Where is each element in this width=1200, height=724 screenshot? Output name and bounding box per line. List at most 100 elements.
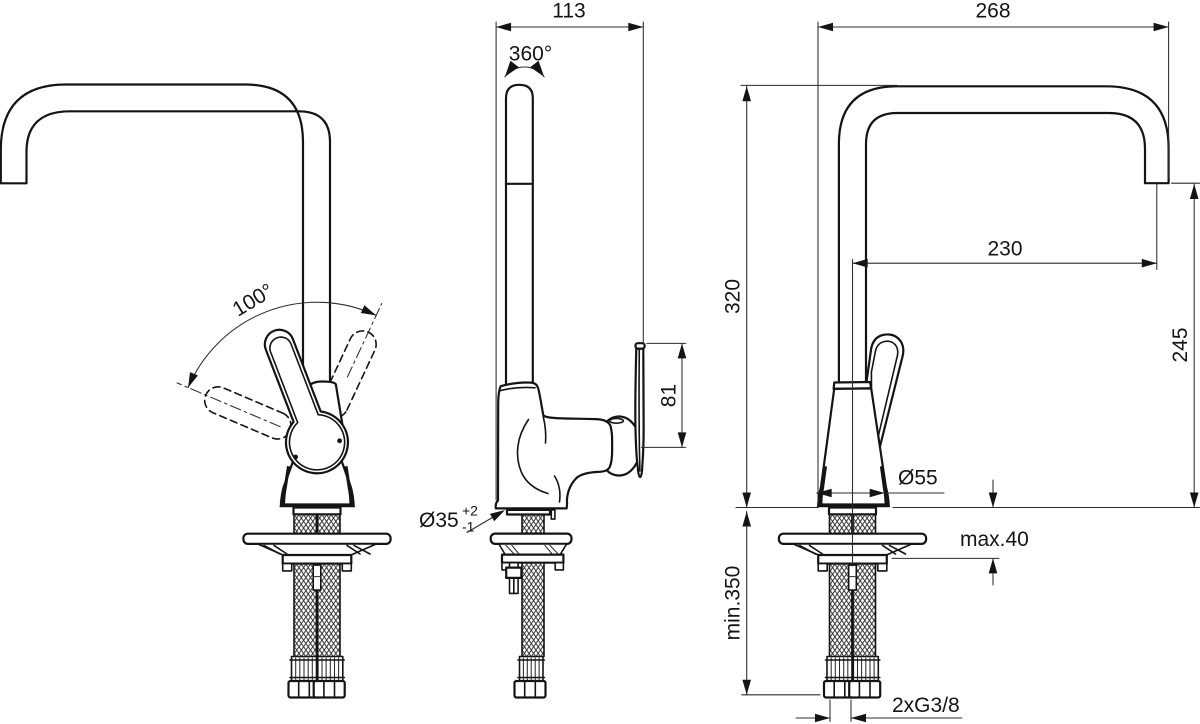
funnel-spoke — [353, 544, 371, 555]
middle-view-body — [494, 381, 614, 510]
alignment-pin — [550, 509, 556, 520]
braided-hose-texture — [294, 514, 317, 534]
center-stud — [312, 564, 322, 591]
dimension-arrowhead — [360, 305, 377, 316]
center-stud — [847, 564, 858, 591]
dimension-arrowhead — [818, 22, 833, 32]
hex-nut — [848, 679, 882, 699]
handle-blade-cap — [634, 342, 646, 350]
handle-centerline-left — [176, 382, 281, 428]
right-view-body-cone — [817, 387, 890, 506]
bracket-tab — [341, 562, 353, 572]
braided-hose-texture — [317, 563, 340, 657]
base-washer — [505, 508, 552, 516]
label-245: 245 — [1169, 327, 1192, 362]
handle-blade-inner-line — [638, 347, 641, 472]
braided-hose-texture — [829, 563, 852, 657]
label-360: 360° — [509, 43, 552, 66]
handle-centerline-right — [346, 303, 383, 378]
bracket-tab — [817, 562, 829, 572]
dimension-arrowhead — [489, 510, 505, 522]
middle-view-spout-tube — [504, 83, 534, 392]
cone-shadow-right — [344, 466, 353, 504]
label-dia55: Ø55 — [898, 467, 938, 490]
label-230: 230 — [987, 238, 1022, 261]
body-contour-line — [542, 415, 547, 444]
label-113: 113 — [552, 0, 585, 23]
label-81: 81 — [658, 384, 681, 407]
dimension-arrowhead — [852, 258, 868, 268]
hex-nut — [513, 679, 547, 699]
dimension-arrowhead — [869, 488, 885, 498]
label-dia35: Ø35 — [419, 509, 459, 532]
pivot-dot — [337, 438, 342, 444]
cone-shadow-left — [818, 466, 827, 504]
swing-arc — [187, 301, 377, 389]
funnel-spoke — [881, 544, 897, 555]
bracket-tab — [554, 561, 565, 571]
dimension-arrowhead — [628, 22, 644, 32]
funnel-spoke — [808, 544, 824, 555]
hub-indicator-oval — [608, 417, 625, 424]
dimension-arrowhead — [496, 22, 512, 32]
left-view-handle-lever — [263, 328, 350, 475]
dimension-arrowhead — [988, 492, 998, 508]
dimension-arrowhead — [677, 432, 687, 448]
braided-hose-texture — [317, 514, 340, 534]
escutcheon-plate — [242, 532, 392, 546]
label-2xg38: 2xG3/8 — [892, 694, 960, 717]
funnel-spoke — [888, 544, 907, 555]
dimension-arrowhead — [530, 60, 545, 77]
dimension-arrowhead — [815, 713, 830, 723]
dimension-arrowhead — [1189, 184, 1199, 199]
dimension-arrowhead — [504, 60, 519, 77]
label-dia35-tol-plus: +2 — [462, 503, 478, 519]
label-min350: min.350 — [722, 566, 745, 641]
braided-hose-texture — [853, 563, 876, 657]
mounting-bracket-side — [500, 553, 565, 564]
funnel-spoke — [798, 544, 817, 555]
funnel-spoke — [544, 544, 553, 555]
funnel-spoke — [263, 544, 281, 555]
dimension-arrowhead — [988, 558, 998, 574]
dimension-arrowhead — [742, 86, 751, 102]
escutcheon-plate-side — [489, 532, 573, 545]
body-contour-line — [553, 475, 561, 503]
label-268: 268 — [975, 0, 1010, 23]
dimension-arrowhead — [742, 511, 751, 527]
funnel-spoke — [511, 544, 520, 555]
funnel-spoke — [346, 544, 361, 555]
dimension-arrowhead — [742, 679, 751, 695]
dimension-arrowhead — [1141, 258, 1157, 268]
braided-hose-texture — [829, 514, 852, 534]
dimension-arrowhead — [742, 492, 751, 508]
braided-hose-texture — [522, 514, 544, 534]
fixing-nut — [505, 566, 523, 579]
mounting-bracket — [281, 553, 353, 565]
hex-nut — [312, 679, 346, 699]
cone-shadow-left — [281, 466, 291, 504]
label-100deg: 100° — [229, 279, 278, 321]
handle-loop-slot — [870, 340, 899, 446]
label-dia35-tol-minus: -1 — [462, 519, 475, 535]
handle-dashed-left — [203, 386, 292, 440]
dimension-arrowhead — [1153, 22, 1169, 32]
label-320: 320 — [722, 279, 745, 314]
body-contour-line — [516, 418, 549, 495]
funnel-spoke — [273, 544, 288, 555]
bracket-tab — [876, 562, 888, 572]
braided-hose-texture — [853, 514, 876, 534]
bracket-tab — [281, 562, 293, 572]
dimension-arrowhead — [851, 713, 866, 723]
cone-shadow-right — [879, 466, 888, 504]
dimension-arrowhead — [677, 343, 687, 359]
dimension-arrowhead — [188, 372, 198, 388]
dimension-arrowhead — [816, 488, 832, 498]
dimension-arrowhead — [1189, 492, 1199, 508]
pivot-dot — [293, 454, 298, 460]
funnel-spoke — [549, 544, 559, 555]
braided-hose-texture — [522, 562, 544, 657]
body-collar-bottom — [498, 386, 536, 392]
